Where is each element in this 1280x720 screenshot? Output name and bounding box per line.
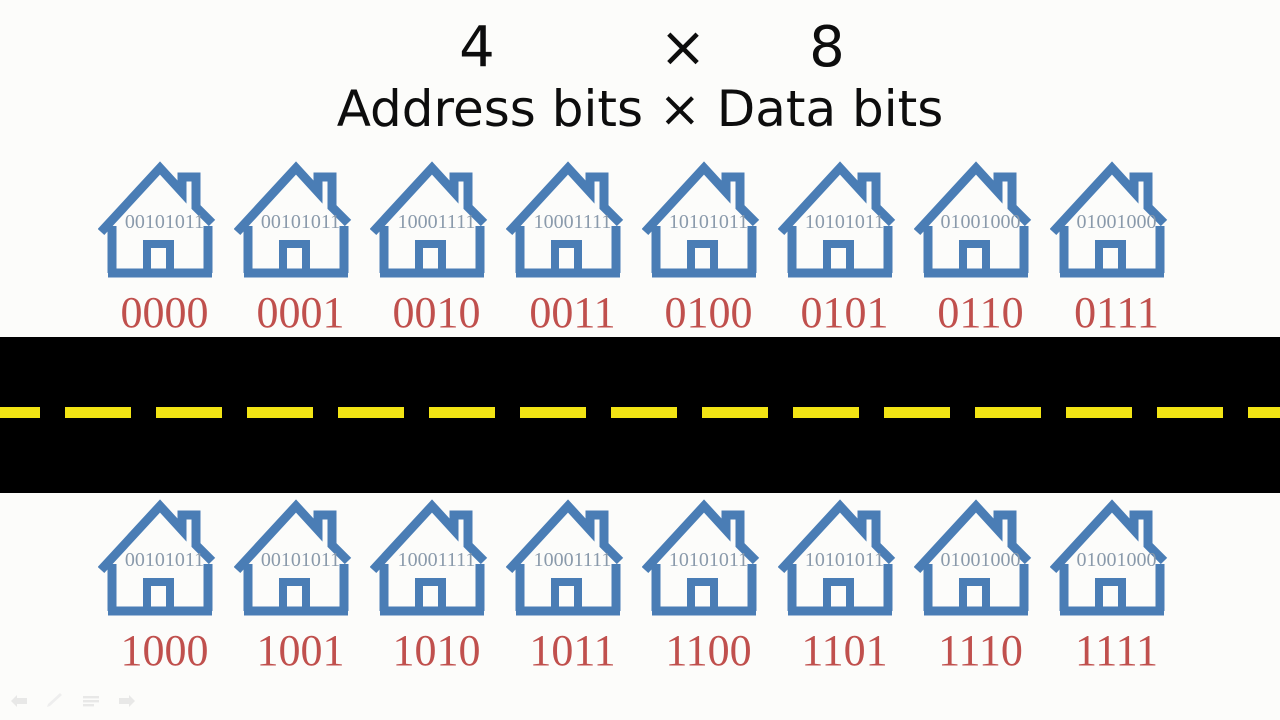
road-dash [1066, 407, 1132, 418]
house-address-label: 1110 [938, 626, 1023, 675]
house-outline-icon [98, 161, 216, 278]
house-address-label: 0110 [937, 288, 1024, 337]
house-graphic-wrapper: 10001111 [506, 160, 639, 285]
house-graphic-wrapper: 00101011 [234, 498, 367, 623]
house-graphic-wrapper: 00101011 [98, 160, 231, 285]
road-dash [429, 407, 495, 418]
house-graphic-wrapper: 10101011 [642, 498, 775, 623]
house-outline-icon [1050, 161, 1168, 278]
house-address-label: 1011 [529, 626, 616, 675]
road-dash [0, 407, 40, 418]
road-dash [65, 407, 131, 418]
house-graphic-wrapper: 00101011 [98, 498, 231, 623]
house-address-label: 1000 [120, 626, 209, 675]
house-address-label: 1010 [392, 626, 481, 675]
road-dash [520, 407, 586, 418]
house-address-label: 1101 [801, 626, 888, 675]
house-outline-icon [642, 499, 760, 616]
house-address-label: 0000 [120, 288, 209, 337]
house-outline-icon [370, 499, 488, 616]
house-address-label: 0101 [800, 288, 889, 337]
road-dash [611, 407, 677, 418]
address-bits-value: 4 [459, 15, 495, 80]
house-address-label: 0010 [392, 288, 481, 337]
presenter-toolbar[interactable] [8, 688, 138, 714]
slide-menu-icon[interactable] [80, 692, 102, 710]
house-graphic-wrapper: 10001111 [370, 160, 503, 285]
road-dash [884, 407, 950, 418]
multiplication-symbol: × [659, 15, 707, 80]
house-address-label: 0001 [256, 288, 345, 337]
house-outline-icon [914, 499, 1032, 616]
house-graphic-wrapper: 01001000 [914, 160, 1047, 285]
house-outline-icon [506, 161, 624, 278]
house-outline-icon [234, 499, 352, 616]
road-dash [247, 407, 313, 418]
road-dash [975, 407, 1041, 418]
road-band [0, 337, 1280, 493]
house-graphic-wrapper: 10001111 [370, 498, 503, 623]
road-dash [793, 407, 859, 418]
house-outline-icon [98, 499, 216, 616]
next-slide-icon[interactable] [116, 692, 138, 710]
pen-icon[interactable] [44, 692, 66, 710]
house-outline-icon [778, 161, 896, 278]
house-outline-icon [1050, 499, 1168, 616]
house-address-label: 1100 [665, 626, 752, 675]
house-address-label: 0111 [1074, 288, 1159, 337]
house-graphic-wrapper: 01001000 [1050, 160, 1183, 285]
road-dash [156, 407, 222, 418]
house-address-label: 1001 [256, 626, 345, 675]
house-outline-icon [370, 161, 488, 278]
slide-subtitle: Address bits × Data bits [336, 80, 944, 138]
house-address-label: 0100 [664, 288, 753, 337]
road-dash [702, 407, 768, 418]
house-outline-icon [914, 161, 1032, 278]
road-dash [1248, 407, 1280, 418]
house-address-label: 1111 [1074, 626, 1159, 675]
house-graphic-wrapper: 10101011 [642, 160, 775, 285]
road-dash [1157, 407, 1223, 418]
road-center-line [0, 407, 1280, 418]
house-address-label: 0011 [529, 288, 616, 337]
house-graphic-wrapper: 00101011 [234, 160, 367, 285]
house-graphic-wrapper: 10101011 [778, 160, 911, 285]
previous-slide-icon[interactable] [8, 692, 30, 710]
house-graphic-wrapper: 01001000 [1050, 498, 1183, 623]
house-graphic-wrapper: 10001111 [506, 498, 639, 623]
house-graphic-wrapper: 10101011 [778, 498, 911, 623]
equation-line: 4 × 8 [0, 16, 1280, 80]
data-bits-value: 8 [809, 15, 845, 80]
house-graphic-wrapper: 01001000 [914, 498, 1047, 623]
house-outline-icon [234, 161, 352, 278]
house-outline-icon [778, 499, 896, 616]
road-dash [338, 407, 404, 418]
house-outline-icon [642, 161, 760, 278]
house-outline-icon [506, 499, 624, 616]
